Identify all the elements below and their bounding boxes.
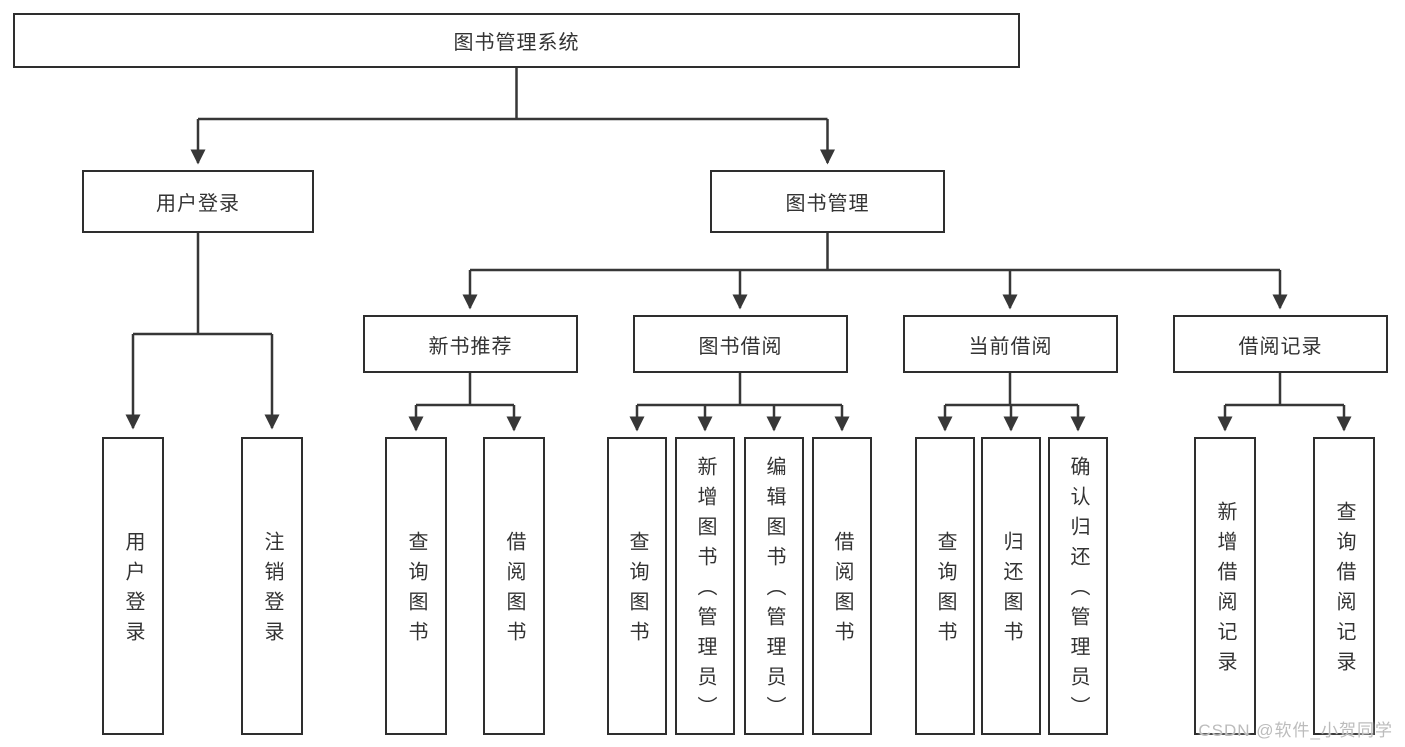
leaf-user-login: 用户登录 [102, 437, 164, 735]
leaf-borrow-add-books-admin: 新增图书（管理员） [675, 437, 735, 735]
connector-book-management-to-level3 [462, 233, 1288, 310]
leaf-records-query-borrow-record: 查询借阅记录 [1313, 437, 1375, 735]
leaf-newbook-query-books: 查询图书 [385, 437, 447, 735]
leaf-logout: 注销登录 [241, 437, 303, 735]
leaf-borrow-borrow-books: 借阅图书 [812, 437, 872, 735]
leaf-current-confirm-return-admin: 确认归还（管理员） [1048, 437, 1108, 735]
leaf-current-return-books: 归还图书 [981, 437, 1041, 735]
node-user-login: 用户登录 [82, 170, 314, 233]
watermark: CSDN @软件_小贺同学 [1198, 721, 1393, 740]
connector-book-borrow-to-leaves [629, 373, 850, 432]
node-new-book-recommendation: 新书推荐 [363, 315, 578, 373]
node-borrowing-records: 借阅记录 [1173, 315, 1388, 373]
connector-user-login-to-leaves [125, 233, 280, 430]
node-current-borrowing: 当前借阅 [903, 315, 1118, 373]
leaf-borrow-query-books: 查询图书 [607, 437, 667, 735]
connector-new-book-to-leaves [408, 373, 522, 432]
node-library-management-system: 图书管理系统 [13, 13, 1020, 68]
node-book-management: 图书管理 [710, 170, 945, 233]
connector-root-to-level2 [190, 68, 835, 165]
leaf-current-query-books: 查询图书 [915, 437, 975, 735]
leaf-newbook-borrow-books: 借阅图书 [483, 437, 545, 735]
leaf-records-add-borrow-record: 新增借阅记录 [1194, 437, 1256, 735]
node-book-borrowing: 图书借阅 [633, 315, 848, 373]
connector-borrow-records-to-leaves [1217, 373, 1352, 432]
leaf-borrow-edit-books-admin: 编辑图书（管理员） [744, 437, 804, 735]
connector-current-borrow-to-leaves [937, 373, 1086, 432]
